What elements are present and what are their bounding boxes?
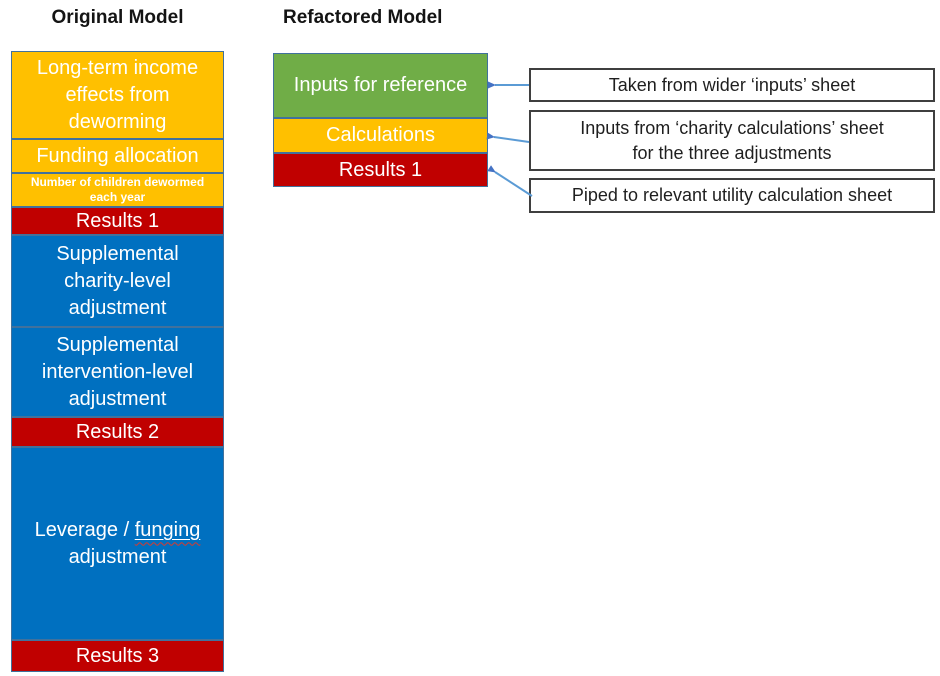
block-supplemental-charity-adjustment: Supplemental charity-level adjustment: [11, 235, 224, 327]
block-supplemental-intervention-adjustment: Supplemental intervention-level adjustme…: [11, 327, 224, 417]
block-label: Leverage / funging adjustment: [35, 517, 201, 571]
label-part: adjustment: [68, 545, 167, 568]
block-label: Supplemental charity-level adjustment: [56, 242, 179, 319]
block-label: Results 1: [75, 209, 160, 232]
annotation-text: Inputs from ‘charity calculations’ sheet…: [580, 117, 884, 163]
block-children-dewormed: Number of children dewormed each year: [11, 173, 224, 207]
block-long-term-income-effects: Long-term income effects from deworming: [11, 51, 224, 139]
block-results-1: Results 1: [11, 207, 224, 235]
original-model-column: Long-term income effects from deworming …: [11, 51, 224, 672]
block-results-2: Results 2: [11, 417, 224, 447]
block-leverage-funging-adjustment: Leverage / funging adjustment: [11, 447, 224, 640]
block-label: Supplemental intervention-level adjustme…: [41, 333, 194, 410]
block-label: Number of children dewormed each year: [30, 175, 205, 204]
annotation-box-charity-calculations: Inputs from ‘charity calculations’ sheet…: [529, 110, 935, 171]
label-part-underlined: funging: [135, 519, 201, 541]
annotation-box-piped-utility: Piped to relevant utility calculation sh…: [529, 178, 935, 213]
arrow-to-calculations-block: [486, 132, 530, 143]
block-results-1-refactored: Results 1: [273, 153, 488, 187]
block-label: Inputs for reference: [293, 74, 468, 96]
refactored-model-column: Inputs for reference Calculations Result…: [273, 53, 488, 187]
annotation-box-inputs-sheet: Taken from wider ‘inputs’ sheet: [529, 68, 935, 102]
block-results-3: Results 3: [11, 640, 224, 672]
original-model-title: Original Model: [51, 7, 184, 28]
block-label: Funding allocation: [36, 144, 199, 167]
block-label: Results 2: [75, 420, 160, 443]
spellcheck-squiggle-word: funging: [134, 518, 201, 541]
block-calculations: Calculations: [273, 118, 488, 153]
refactored-model-title: Refactored Model: [283, 7, 443, 28]
block-label: Calculations: [326, 124, 435, 146]
arrow-to-results-block: [487, 165, 533, 197]
annotation-text: Piped to relevant utility calculation sh…: [571, 185, 893, 205]
label-part: Leverage /: [34, 518, 135, 541]
block-label: Results 3: [75, 644, 160, 667]
block-label: Results 1: [338, 158, 423, 181]
block-label: Long-term income effects from deworming: [36, 56, 199, 133]
block-inputs-for-reference: Inputs for reference: [273, 53, 488, 118]
annotation-text: Taken from wider ‘inputs’ sheet: [608, 74, 856, 95]
block-funding-allocation: Funding allocation: [11, 139, 224, 173]
